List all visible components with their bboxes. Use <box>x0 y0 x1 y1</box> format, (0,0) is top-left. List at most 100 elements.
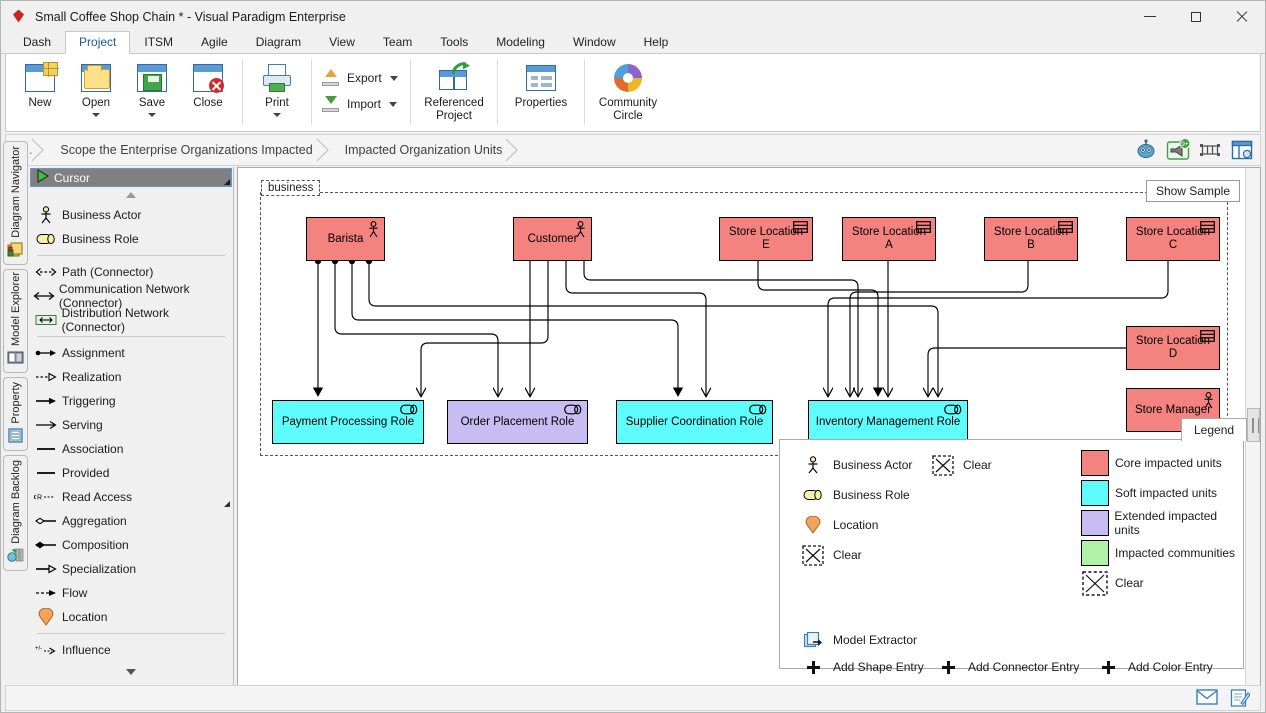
palette-item-triggering[interactable]: Triggering <box>29 389 233 413</box>
palette-item-aggregation[interactable]: Aggregation <box>29 509 233 533</box>
note-edit-icon[interactable] <box>1230 689 1251 707</box>
diagram-node-customer[interactable]: Customer <box>513 217 592 261</box>
legend-model-extractor[interactable]: Model Extractor <box>798 625 917 655</box>
add-color-entry-button[interactable]: Add Color Entry <box>1093 652 1213 682</box>
connector-1[interactable] <box>334 261 498 396</box>
palette-item-location[interactable]: Location <box>29 605 233 629</box>
diagram-node-loc-a[interactable]: Store Location A <box>842 217 936 261</box>
palette-item-provided[interactable]: Provided <box>29 461 233 485</box>
diagram-canvas[interactable]: business Barista Customer Store Location E… <box>238 168 1248 690</box>
connector-5[interactable] <box>421 261 549 396</box>
export-button[interactable]: Export <box>318 65 404 91</box>
diagram-node-order[interactable]: Order Placement Role <box>447 400 588 444</box>
diagram-node-barista[interactable]: Barista <box>306 217 385 261</box>
maximize-button[interactable] <box>1173 1 1219 32</box>
import-chevron-down-icon[interactable] <box>389 101 398 107</box>
announcement-megaphone-icon[interactable]: 9+ <box>1166 138 1191 162</box>
ribbon-tab-diagram[interactable]: Diagram <box>255 35 302 49</box>
diagram-window-icon[interactable] <box>1230 138 1254 162</box>
diagram-node-loc-d[interactable]: Store Location D <box>1126 326 1220 370</box>
print-dropdown-caret-icon[interactable] <box>273 113 281 117</box>
ribbon-tab-tools[interactable]: Tools <box>440 35 469 49</box>
palette-item-flow[interactable]: Flow <box>29 581 233 605</box>
community-circle-button[interactable]: Community Circle <box>591 57 665 127</box>
ribbon-tab-team[interactable]: Team <box>382 35 413 49</box>
ribbon-tab-itsm[interactable]: ITSM <box>144 35 174 49</box>
legend-entry-clear[interactable]: Clear <box>928 450 992 480</box>
bot-assistant-icon[interactable] <box>1134 138 1158 162</box>
palette-item-business-actor[interactable]: Business Actor <box>29 203 233 227</box>
palette-item-association[interactable]: Association <box>29 437 233 461</box>
side-tab-model-explorer[interactable]: Model Explorer <box>3 269 28 373</box>
palette-item-path-connector[interactable]: Path (Connector) <box>29 260 233 284</box>
connector-12[interactable] <box>928 347 1126 396</box>
ribbon-tab-dash[interactable]: Dash <box>23 35 52 49</box>
new-button[interactable]: New <box>12 57 68 127</box>
legend-entry-clear[interactable]: Clear <box>798 540 912 570</box>
canvas-vertical-scrollbar[interactable] <box>1245 168 1260 690</box>
show-sample-button[interactable]: Show Sample <box>1145 180 1240 202</box>
connector-7[interactable] <box>583 261 858 396</box>
scrollbar-thumb[interactable] <box>1247 408 1260 442</box>
export-chevron-down-icon[interactable] <box>389 75 398 81</box>
open-dropdown-caret-icon[interactable] <box>92 113 100 117</box>
palette-item-communication-network-connector[interactable]: Communication Network (Connector) <box>29 282 233 310</box>
diagram-canvas-area[interactable]: business Barista Customer Store Location E… <box>237 167 1261 691</box>
diagram-node-supplier[interactable]: Supplier Coordination Role <box>616 400 773 444</box>
legend-entry-location[interactable]: Location <box>798 510 912 540</box>
connector-3[interactable] <box>368 261 938 396</box>
diagram-node-payment[interactable]: Payment Processing Role <box>272 400 424 444</box>
connector-2[interactable] <box>351 261 684 397</box>
breadcrumb-item-2[interactable]: Impacted Organization Units <box>331 138 519 162</box>
palette-item-distribution-network-connector[interactable]: Distribution Network (Connector) <box>29 306 233 334</box>
connector-6[interactable] <box>565 261 706 396</box>
palette-scroll-down[interactable] <box>29 664 233 680</box>
palette-item-specialization[interactable]: Specialization <box>29 557 233 581</box>
legend-entry-clear[interactable]: Clear <box>1080 568 1243 598</box>
palette-item-composition[interactable]: Composition <box>29 533 233 557</box>
ribbon-tab-window[interactable]: Window <box>572 35 616 49</box>
side-tab-diagram-backlog[interactable]: Diagram Backlog <box>3 455 28 571</box>
palette-resize-corner-icon[interactable] <box>224 501 230 507</box>
diagram-node-loc-e[interactable]: Store Location E <box>719 217 813 261</box>
connector-11[interactable] <box>828 261 1169 396</box>
palette-item-assignment[interactable]: Assignment <box>29 341 233 365</box>
business-group-container[interactable]: business <box>260 180 1228 456</box>
breadcrumb-item-1[interactable]: Scope the Enterprise Organizations Impac… <box>46 138 329 162</box>
palette-item-serving[interactable]: Serving <box>29 413 233 437</box>
add-shape-entry-button[interactable]: Add Shape Entry <box>798 652 933 682</box>
ribbon-tab-view[interactable]: View <box>329 35 355 49</box>
properties-button[interactable]: Properties <box>504 57 578 127</box>
side-tab-property[interactable]: Property <box>3 377 28 451</box>
legend-entry-business-actor[interactable]: Business Actor <box>798 450 912 480</box>
minimize-button[interactable] <box>1127 1 1173 32</box>
palette-item-cursor[interactable]: Cursor <box>30 168 232 187</box>
legend-tab[interactable]: Legend <box>1181 418 1248 441</box>
legend-entry-business-role[interactable]: Business Role <box>798 480 912 510</box>
palette-item-business-role[interactable]: Business Role <box>29 227 233 251</box>
connector-8[interactable] <box>757 261 884 397</box>
close-button[interactable] <box>1219 1 1265 32</box>
diagram-node-loc-b[interactable]: Store Location B <box>984 217 1078 261</box>
side-tab-diagram-navigator[interactable]: Diagram Navigator <box>3 141 28 265</box>
ribbon-tab-modeling[interactable]: Modeling <box>496 35 545 49</box>
palette-item-influence[interactable]: +/-Influence <box>29 638 233 662</box>
ribbon-tab-project[interactable]: Project <box>65 31 131 54</box>
palette-item-realization[interactable]: Realization <box>29 365 233 389</box>
diagram-node-loc-c[interactable]: Store Location C <box>1126 217 1220 261</box>
fit-shape-icon[interactable] <box>1198 138 1222 162</box>
ribbon-tab-agile[interactable]: Agile <box>201 35 228 49</box>
referenced-project-button[interactable]: Referenced Project <box>417 57 491 127</box>
legend-entry-impacted-communities[interactable]: Impacted communities <box>1080 538 1243 568</box>
add-connector-entry-button[interactable]: Add Connector Entry <box>933 652 1093 682</box>
ribbon-tab-help[interactable]: Help <box>643 35 669 49</box>
palette-scroll-up[interactable] <box>29 187 233 203</box>
legend-entry-soft-impacted-units[interactable]: Soft impacted units <box>1080 478 1243 508</box>
diagram-node-inventory[interactable]: Inventory Management Role <box>808 400 968 444</box>
legend-entry-extended-impacted-units[interactable]: Extended impacted units <box>1080 508 1243 538</box>
open-button[interactable]: Open <box>68 57 124 127</box>
connector-10[interactable] <box>850 261 1029 396</box>
print-button[interactable]: Print <box>249 57 305 127</box>
save-button[interactable]: Save <box>124 57 180 127</box>
